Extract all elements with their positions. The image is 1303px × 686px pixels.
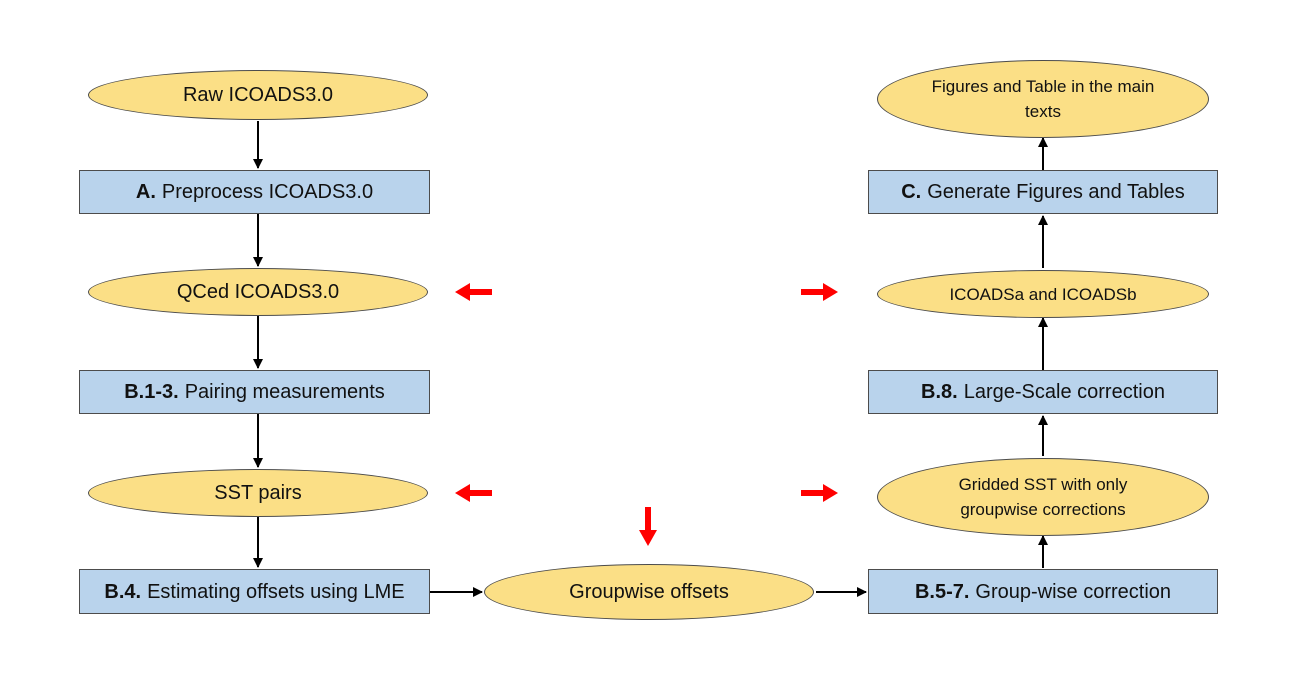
step-b13-id: B.1-3. <box>124 381 179 403</box>
node-raw-icoads-label: Raw ICOADS3.0 <box>182 84 334 106</box>
step-a-text: Preprocess ICOADS3.0 <box>161 181 374 203</box>
red-arrow-right-icoadsab <box>801 283 838 301</box>
node-sst-pairs-label: SST pairs <box>214 482 302 504</box>
step-b57-id: B.5-7. <box>914 580 970 603</box>
red-arrow-down-offsets <box>639 507 657 546</box>
node-icoads-ab: ICOADSa and ICOADSb <box>877 270 1209 318</box>
node-sst-pairs: SST pairs <box>88 469 428 517</box>
node-groupwise-offsets: Groupwise offsets <box>484 564 814 620</box>
step-c-id: C. <box>901 181 922 203</box>
node-figures-table-label: Figures and Table in the main texts <box>931 77 1155 121</box>
step-b8-box: B.8.Large-Scale correction <box>868 370 1218 414</box>
step-b8-text: Large-Scale correction <box>963 381 1165 403</box>
step-b4-text: Estimating offsets using LME <box>147 580 405 603</box>
red-arrow-left-sstpairs <box>455 484 492 502</box>
step-a-box: A.Preprocess ICOADS3.0 <box>79 170 430 214</box>
red-arrow-right-gridded <box>801 484 838 502</box>
step-b57-box: B.5-7.Group-wise correction <box>868 569 1218 614</box>
step-b4-box: B.4.Estimating offsets using LME <box>79 569 430 614</box>
step-b13-box: B.1-3.Pairing measurements <box>79 370 430 414</box>
node-qced-icoads-label: QCed ICOADS3.0 <box>176 281 340 303</box>
node-figures-table: Figures and Table in the main texts <box>877 60 1209 138</box>
step-b8-id: B.8. <box>921 381 958 403</box>
node-qced-icoads: QCed ICOADS3.0 <box>88 268 428 316</box>
step-a-id: A. <box>135 181 156 203</box>
node-raw-icoads: Raw ICOADS3.0 <box>88 70 428 120</box>
step-c-box: C.Generate Figures and Tables <box>868 170 1218 214</box>
step-b4-id: B.4. <box>104 580 142 603</box>
red-arrow-left-qced <box>455 283 492 301</box>
node-gridded-sst: Gridded SST with only groupwise correcti… <box>877 458 1209 536</box>
node-groupwise-offsets-label: Groupwise offsets <box>569 581 729 603</box>
node-icoads-ab-label: ICOADSa and ICOADSb <box>949 284 1137 304</box>
step-b13-text: Pairing measurements <box>184 381 385 403</box>
node-gridded-sst-label: Gridded SST with only groupwise correcti… <box>958 475 1128 519</box>
step-c-text: Generate Figures and Tables <box>927 181 1185 203</box>
step-b57-text: Group-wise correction <box>975 580 1172 603</box>
